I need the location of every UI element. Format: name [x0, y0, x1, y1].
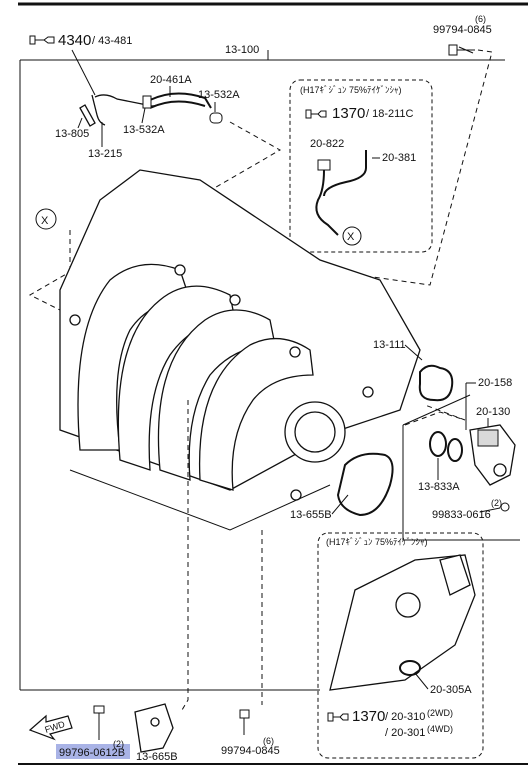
circle-x-left: X	[35, 208, 57, 230]
ref-1370-bottom-line2: / 20-301	[385, 727, 425, 739]
o-rings-13-833a	[429, 431, 463, 462]
bracket-13-665b	[134, 703, 174, 753]
label-20-461a: 20-461A	[150, 74, 192, 86]
manifold-detail	[329, 554, 476, 691]
fwd-arrow-icon: FWD	[28, 714, 73, 741]
label-99833-qty: (2)	[491, 498, 502, 508]
label-13-111: 13-111	[373, 339, 406, 351]
inset-top-box	[289, 79, 433, 253]
ref-4340-sub: / 43-481	[92, 35, 132, 47]
label-13-833a: 13-833A	[418, 481, 460, 493]
ref-1370-bottom-sub: / 20-310	[385, 711, 425, 723]
label-13-655b: 13-655B	[290, 509, 332, 521]
gasket-13-111	[418, 364, 454, 402]
label-13-532a-left: 13-532A	[123, 124, 165, 136]
pointing-hand-icon	[29, 35, 55, 45]
circle-x-inset: X	[342, 226, 362, 246]
ref-1370-top-number: 1370	[332, 105, 365, 122]
pointing-hand-icon	[327, 712, 349, 722]
label-20-130: 20-130	[476, 406, 510, 418]
idle-air-control-valve	[469, 424, 516, 486]
ref-1370-bottom-number: 1370	[352, 708, 385, 725]
ref-1370-top-sub: / 18-211C	[366, 108, 414, 120]
label-99833: 99833-0616	[432, 509, 491, 521]
o-ring-20-305a	[399, 660, 421, 676]
label-99794-bottom: 99794-0845	[221, 745, 280, 757]
ref-1370-bottom-callout: 1370 / 20-310 (2WD) / 20-301 (4WD)	[327, 708, 453, 739]
inset-top-note: (H17ｷﾞｼﾞｭﾝ 75%ﾃｲｹﾞﾝｼｬ)	[300, 85, 402, 95]
label-99794-top: 99794-0845	[433, 24, 492, 36]
gasket-13-655b	[336, 452, 394, 517]
svg-text:X: X	[347, 231, 355, 243]
ref-1370-top-callout: 1370 / 18-211C	[305, 105, 414, 122]
svg-text:X: X	[41, 215, 49, 227]
bolt-99794-top	[448, 44, 475, 56]
label-20-822: 20-822	[310, 138, 344, 150]
ref-4340-callout: 4340 / 43-481	[29, 32, 132, 49]
label-13-100: 13-100	[225, 44, 259, 56]
bolt-99833	[479, 502, 510, 513]
pointing-hand-icon	[305, 109, 327, 119]
vacuum-hose	[315, 150, 367, 236]
label-99796: 99796-0612B	[59, 747, 125, 759]
pcv-hose-group	[79, 92, 223, 127]
label-13-665b: 13-665B	[136, 751, 178, 763]
bolt-99796	[93, 705, 105, 740]
label-13-215: 13-215	[88, 148, 122, 160]
label-13-665b-qty: (2)	[113, 739, 124, 749]
label-20-305a: 20-305A	[430, 684, 472, 696]
label-99794-top-qty: (6)	[475, 14, 486, 24]
inset-bottom-note: (H17ｷﾞｼﾞｭﾝ 75%ﾃｲｹﾞﾝｼｬ)	[326, 537, 428, 547]
ref-1370-bottom-sup2: (4WD)	[427, 724, 453, 734]
highlight-99796	[56, 744, 130, 759]
label-20-158: 20-158	[478, 377, 512, 389]
ref-1370-bottom-sup1: (2WD)	[427, 708, 453, 718]
inset-bottom-box	[317, 532, 484, 759]
label-99794-bottom-qty: (6)	[263, 736, 274, 746]
label-13-805: 13-805	[55, 128, 89, 140]
intake-manifold	[59, 169, 421, 531]
bolt-99794-bottom	[239, 709, 250, 735]
assembly-bracket	[20, 50, 505, 61]
label-20-381: 20-381	[382, 152, 416, 164]
label-13-532a-right: 13-532A	[198, 89, 240, 101]
ref-4340-number: 4340	[58, 32, 91, 49]
